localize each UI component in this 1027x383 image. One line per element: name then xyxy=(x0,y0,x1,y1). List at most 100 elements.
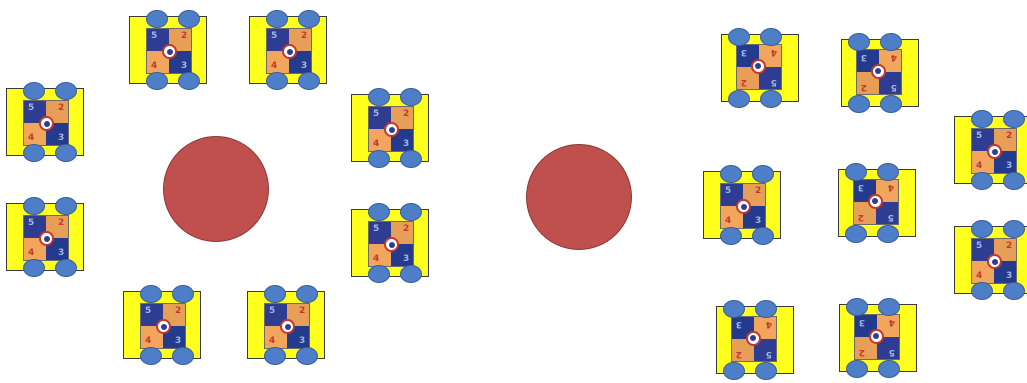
chair xyxy=(760,28,782,46)
chair xyxy=(298,10,320,28)
tile-number: 2 xyxy=(58,103,65,113)
tile-number: 2 xyxy=(755,186,762,196)
chair xyxy=(400,150,422,168)
tile-number: 4 xyxy=(890,52,897,62)
tile-number: 5 xyxy=(725,186,732,196)
tile-number: 5 xyxy=(765,349,772,359)
chair xyxy=(23,82,45,100)
tile-center-dot xyxy=(44,236,50,242)
chair xyxy=(368,203,390,221)
tile-center-dot xyxy=(167,49,173,55)
tile-number: 5 xyxy=(976,131,983,141)
tile-number: 5 xyxy=(373,109,380,119)
tile-number: 2 xyxy=(857,212,864,222)
chair xyxy=(878,298,900,316)
puzzle-tile: 5 2 4 3 xyxy=(23,215,69,261)
chair xyxy=(728,90,750,108)
chair xyxy=(296,347,318,365)
tile-number: 4 xyxy=(765,319,772,329)
chair xyxy=(877,225,899,243)
chair xyxy=(140,347,162,365)
chair xyxy=(400,88,422,106)
chair xyxy=(755,362,777,380)
teacher-circle-left xyxy=(163,136,269,242)
chair xyxy=(55,144,77,162)
tile-number: 2 xyxy=(299,306,306,316)
tile-number: 4 xyxy=(976,161,983,171)
chair xyxy=(880,95,902,113)
tile-number: 4 xyxy=(151,61,158,71)
chair xyxy=(720,227,742,245)
tile-center-dot xyxy=(873,333,879,339)
desk: 5 2 4 3 xyxy=(954,226,1027,294)
chair xyxy=(846,298,868,316)
tile-number: 5 xyxy=(145,306,152,316)
tile-center-dot xyxy=(992,149,998,155)
chair xyxy=(878,360,900,378)
chair xyxy=(880,33,902,51)
tile-number: 2 xyxy=(1006,241,1013,251)
chair xyxy=(55,82,77,100)
tile-number: 5 xyxy=(271,31,278,41)
tile-number: 3 xyxy=(1006,271,1013,281)
chair xyxy=(720,165,742,183)
tile-number: 5 xyxy=(269,306,276,316)
chair xyxy=(55,259,77,277)
tile-number: 3 xyxy=(858,317,865,327)
chair xyxy=(971,172,993,190)
tile-number: 3 xyxy=(1006,161,1013,171)
tile-number: 2 xyxy=(860,82,867,92)
tile-number: 5 xyxy=(28,218,35,228)
tile-number: 2 xyxy=(740,77,747,87)
chair xyxy=(752,227,774,245)
tile-number: 4 xyxy=(373,139,380,149)
tile-number: 3 xyxy=(857,182,864,192)
tile-number: 4 xyxy=(269,336,276,346)
chair xyxy=(266,72,288,90)
tile-number: 5 xyxy=(151,31,158,41)
chair xyxy=(146,10,168,28)
tile-number: 3 xyxy=(301,61,308,71)
tile-number: 2 xyxy=(403,224,410,234)
tile-number: 2 xyxy=(58,218,65,228)
chair xyxy=(971,282,993,300)
tile-number: 4 xyxy=(28,133,35,143)
teacher-circle-right xyxy=(526,144,632,250)
tile-number: 4 xyxy=(976,271,983,281)
tile-number: 4 xyxy=(145,336,152,346)
chair xyxy=(400,265,422,283)
tile-center-dot xyxy=(750,335,756,341)
chair xyxy=(848,33,870,51)
chair xyxy=(846,360,868,378)
tile-center-dot xyxy=(755,63,761,69)
tile-number: 3 xyxy=(58,248,65,258)
chair xyxy=(1003,172,1025,190)
tile-number: 4 xyxy=(28,248,35,258)
chair xyxy=(723,362,745,380)
tile-center-dot xyxy=(161,324,167,330)
chair xyxy=(368,150,390,168)
chair xyxy=(752,165,774,183)
tile-number: 4 xyxy=(888,317,895,327)
tile-center-dot xyxy=(872,198,878,204)
tile-number: 5 xyxy=(888,347,895,357)
tile-number: 2 xyxy=(175,306,182,316)
chair xyxy=(23,144,45,162)
tile-number: 5 xyxy=(770,77,777,87)
chair xyxy=(140,285,162,303)
chair xyxy=(23,259,45,277)
tile-number: 5 xyxy=(976,241,983,251)
chair xyxy=(845,163,867,181)
chair xyxy=(266,10,288,28)
chair xyxy=(296,285,318,303)
